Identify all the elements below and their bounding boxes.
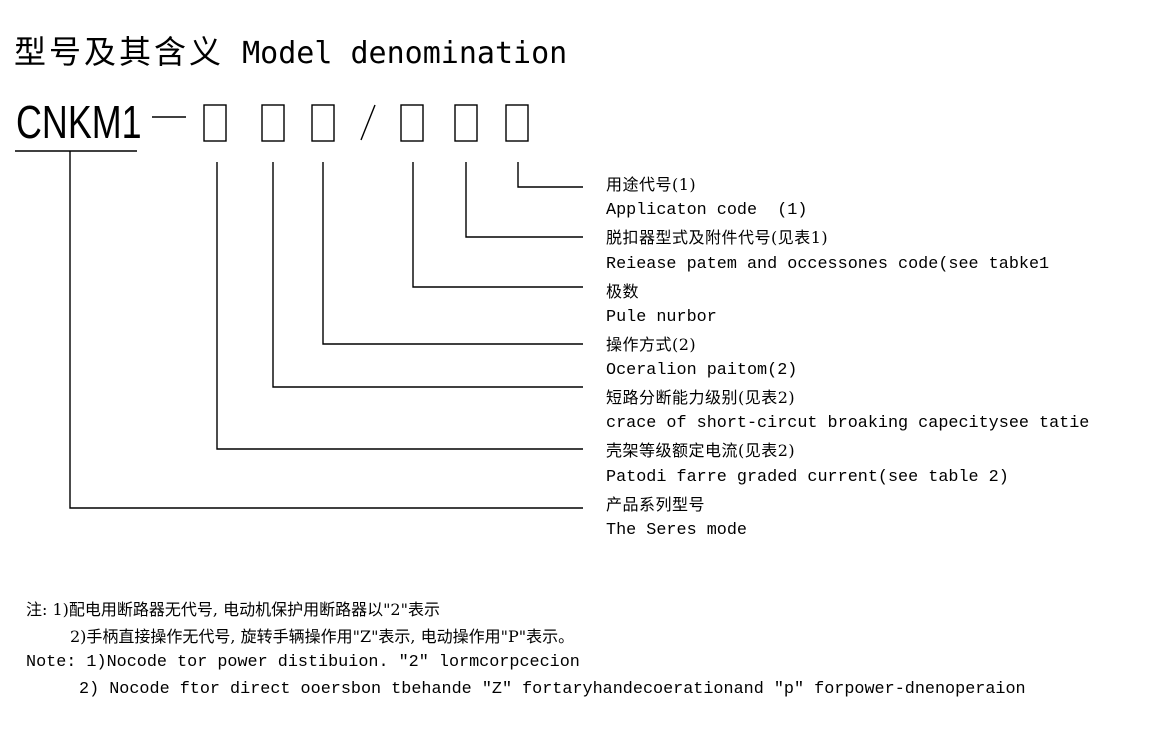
slot-box-operation xyxy=(311,104,335,142)
desc-frame-current-cn: 壳架等级额定电流(见表2) xyxy=(606,441,796,460)
desc-operation-cn: 操作方式(2) xyxy=(606,335,697,354)
leader-series xyxy=(69,151,583,509)
desc-application-cn: 用途代号(1) xyxy=(606,175,697,194)
desc-release-code-en: Reiease patem and occessones code(see ta… xyxy=(606,255,1050,274)
leader-operation xyxy=(322,162,583,345)
note-en-line-2: 2) Nocode ftor direct ooersbon tbehande … xyxy=(79,680,1026,699)
leader-application xyxy=(517,162,583,188)
desc-series-cn: 产品系列型号 xyxy=(606,495,706,514)
leader-release-code xyxy=(465,162,583,238)
leader-breaking-capacity xyxy=(272,162,583,388)
desc-breaking-capacity-en: crace of short-circut broaking capecitys… xyxy=(606,414,1090,433)
leader-frame-current xyxy=(216,162,583,450)
note-en-line-1: Note: 1)Nocode tor power distibuion. "2"… xyxy=(26,653,580,672)
leader-poles xyxy=(412,162,583,288)
title-cn: 型号及其含义 xyxy=(14,33,225,71)
separator-slash xyxy=(360,104,376,141)
desc-breaking-capacity-cn: 短路分断能力级别(见表2) xyxy=(606,388,796,407)
slot-box-poles xyxy=(400,104,424,142)
desc-series-en: The Seres mode xyxy=(606,521,747,540)
desc-poles-cn: 极数 xyxy=(606,282,640,301)
slot-box-breaking-capacity xyxy=(261,104,285,142)
note-cn-line-1: 注: 1)配电用断路器无代号, 电动机保护用断路器以"2"表示 xyxy=(26,600,440,619)
slot-box-release-code xyxy=(454,104,478,142)
desc-application-en: Applicaton code (1) xyxy=(606,201,808,220)
model-code-prefix: CNKM1 xyxy=(16,96,142,148)
slot-box-application xyxy=(505,104,529,142)
desc-frame-current-en: Patodi farre graded current(see table 2) xyxy=(606,468,1009,487)
title-en: Model denomination xyxy=(242,36,568,71)
desc-poles-en: Pule nurbor xyxy=(606,308,717,327)
note-cn-line-2: 2)手柄直接操作无代号, 旋转手辆操作用"Z"表示, 电动操作用"P"表示。 xyxy=(70,627,575,646)
desc-release-code-cn: 脱扣器型式及附件代号(见表1) xyxy=(606,228,829,247)
slot-box-frame-current xyxy=(203,104,227,142)
page-title: 型号及其含义 Model denomination xyxy=(14,30,567,74)
desc-operation-en: Oceralion paitom(2) xyxy=(606,361,798,380)
